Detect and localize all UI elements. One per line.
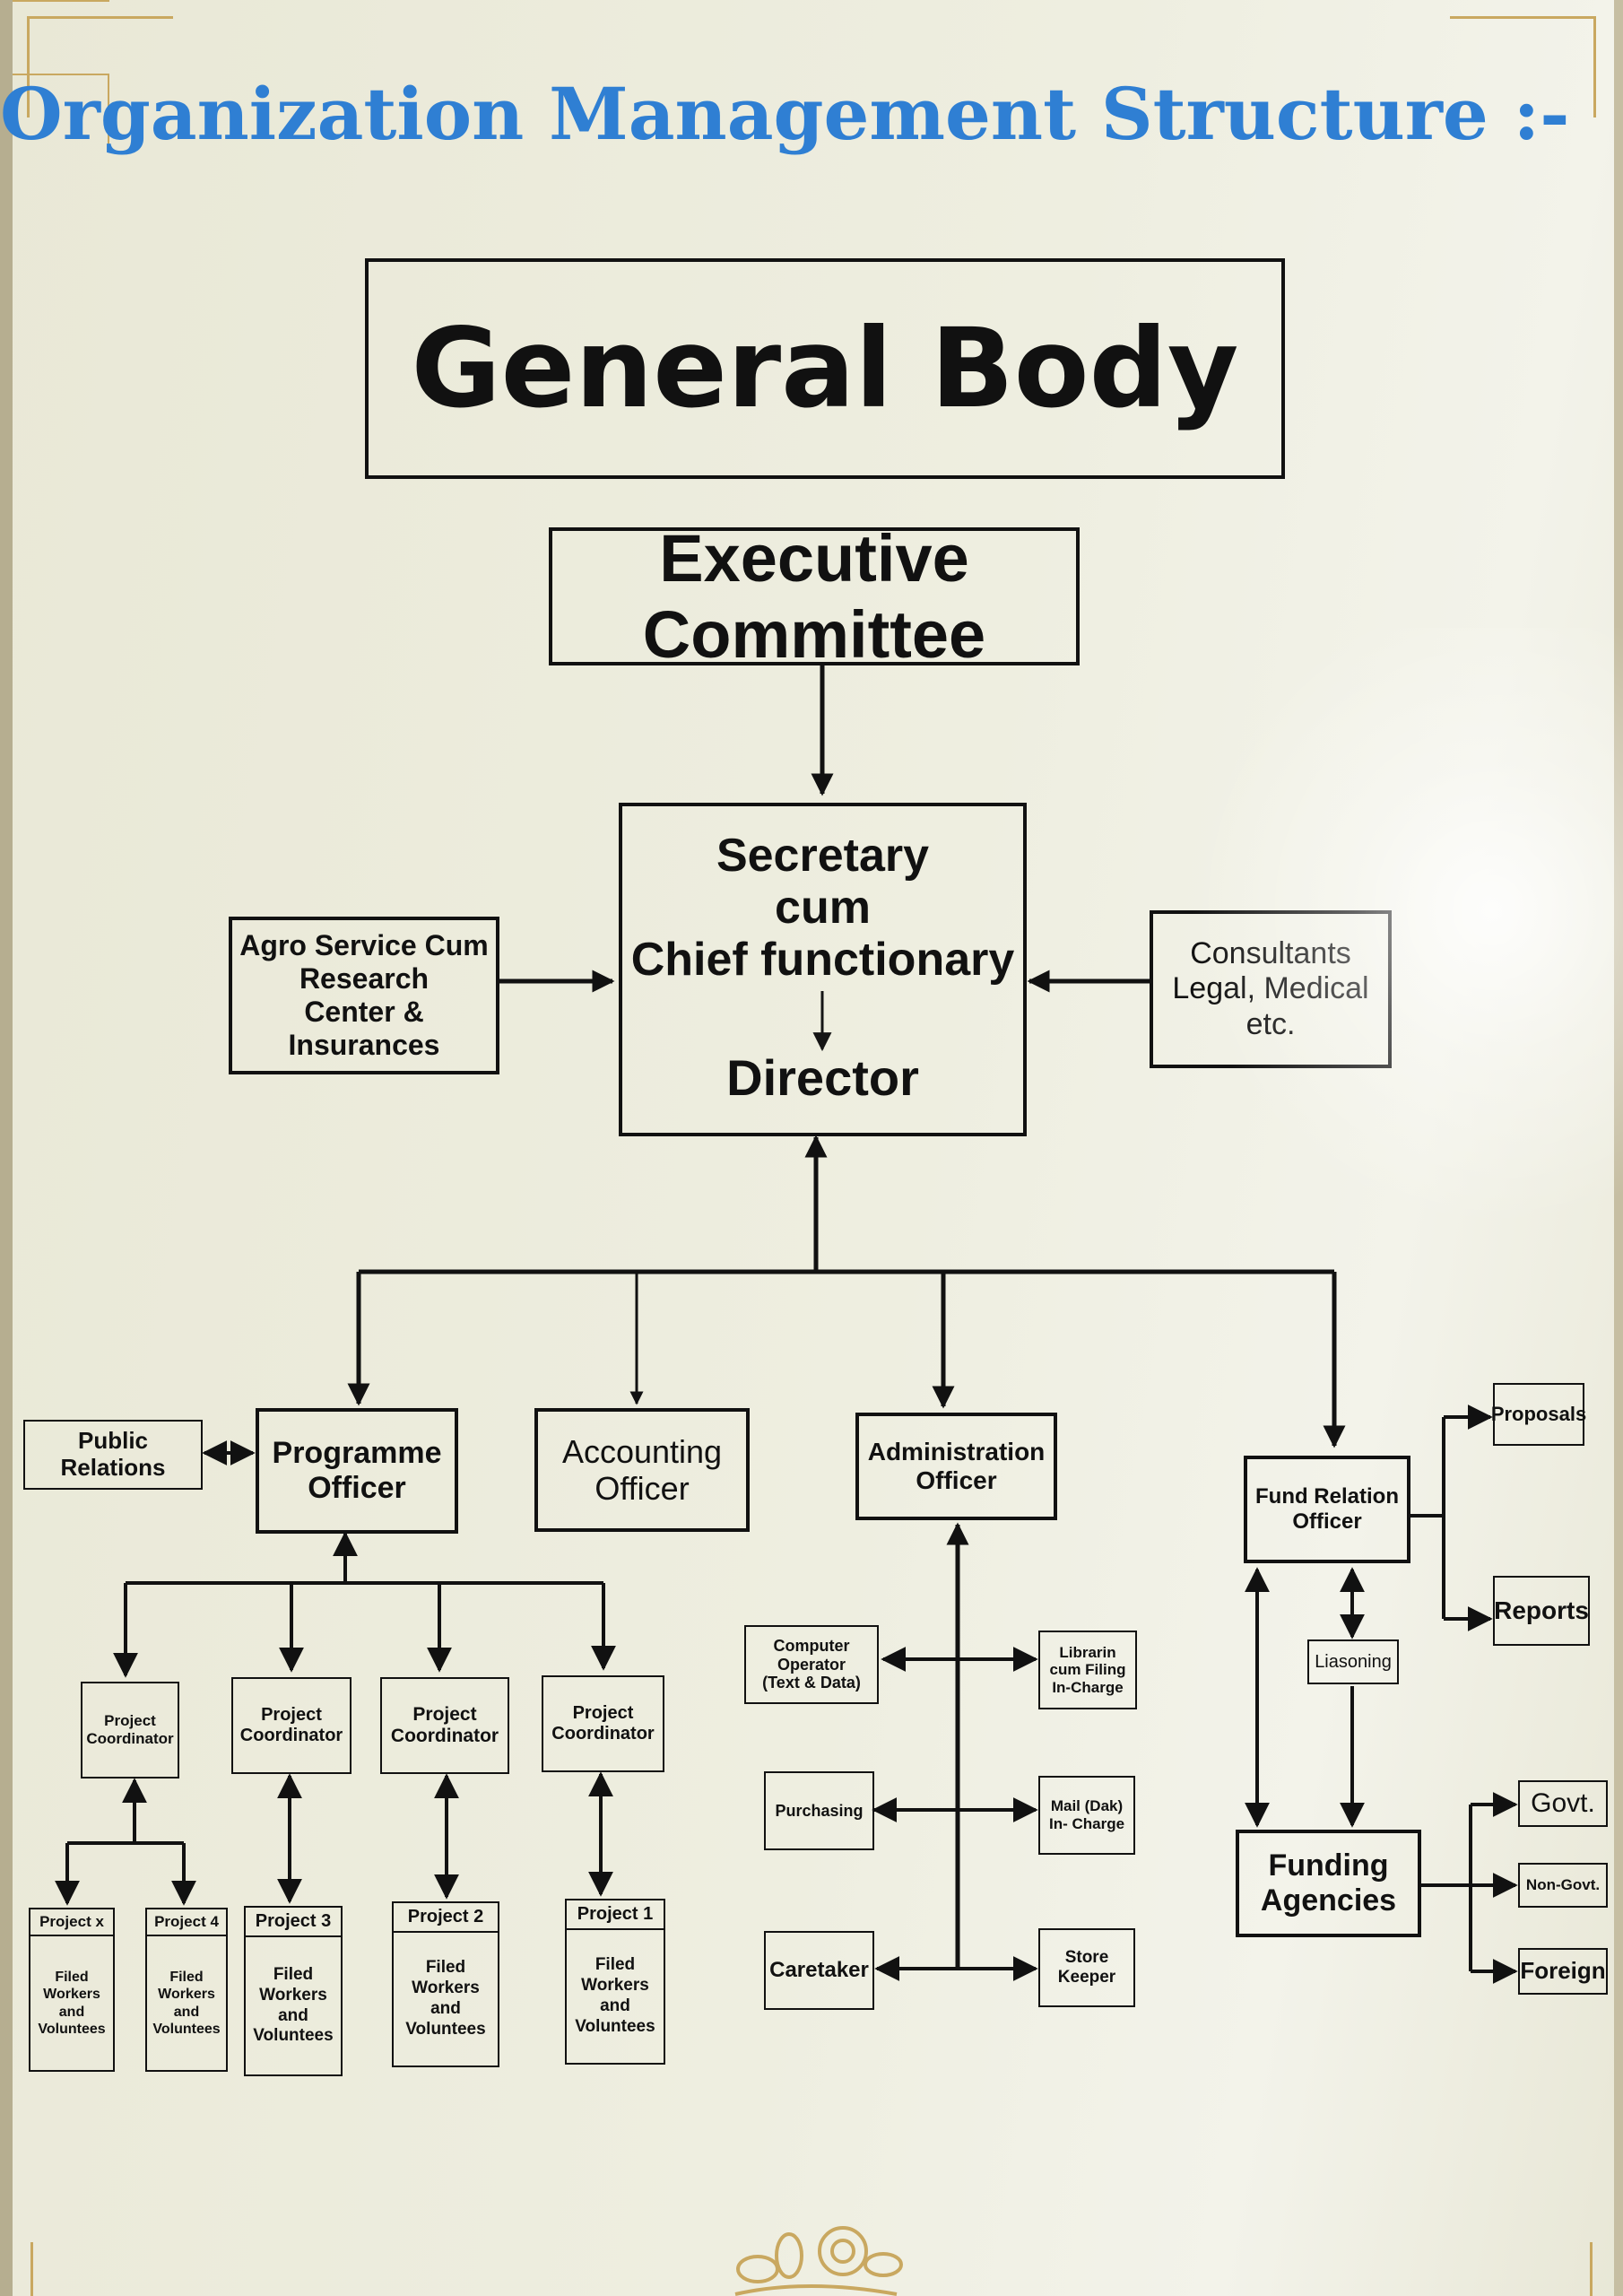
director-label: Director xyxy=(726,1048,919,1106)
administration-officer-box: Administration Officer xyxy=(855,1413,1057,1520)
liasoning-box: Liasoning xyxy=(1307,1639,1399,1684)
gold-corner-ornament xyxy=(27,16,173,117)
project-coordinator-box: Project Coordinator xyxy=(380,1677,509,1774)
frame-left-edge xyxy=(0,0,13,2296)
page-title: Organization Management Structure :- xyxy=(0,72,1570,156)
executive-committee-box: Executive Committee xyxy=(549,521,1080,672)
proposals-box: Proposals xyxy=(1491,1383,1586,1446)
project-3-box: Project 3 Filed Workers and Voluntees xyxy=(244,1906,343,2076)
agro-service-box: Agro Service Cum Research Center & Insur… xyxy=(229,917,499,1074)
project-name: Project 1 xyxy=(567,1900,664,1930)
fund-relation-officer-box: Fund Relation Officer xyxy=(1244,1456,1410,1563)
store-keeper-box: Store Keeper xyxy=(1038,1928,1135,2007)
reports-box: Reports xyxy=(1493,1576,1590,1646)
project-workers: Filed Workers and Voluntees xyxy=(253,1964,334,2046)
project-workers: Filed Workers and Voluntees xyxy=(405,1958,486,2039)
project-4-box: Project 4 Filed Workers and Voluntees xyxy=(145,1908,228,2072)
project-coordinator-box: Project Coordinator xyxy=(542,1675,664,1772)
project-workers: Filed Workers and Voluntees xyxy=(152,1970,221,2037)
project-1-box: Project 1 Filed Workers and Voluntees xyxy=(565,1899,665,2065)
accounting-officer-box: Accounting Officer xyxy=(534,1408,750,1532)
foreign-box: Foreign xyxy=(1518,1948,1608,1995)
gold-edge-line xyxy=(30,2242,33,2296)
project-coordinator-box: Project Coordinator xyxy=(81,1682,179,1779)
purchasing-box: Purchasing xyxy=(764,1771,874,1850)
project-workers: Filed Workers and Voluntees xyxy=(575,1955,655,2036)
secretary-director-box: Secretary cum Chief functionary Director xyxy=(619,803,1027,1136)
programme-officer-box: Programme Officer xyxy=(256,1408,458,1534)
project-name: Project 4 xyxy=(147,1909,226,1936)
project-name: Project x xyxy=(30,1909,113,1936)
project-x-box: Project x Filed Workers and Voluntees xyxy=(29,1908,115,2072)
consultants-box: Consultants Legal, Medical etc. xyxy=(1150,910,1392,1068)
non-govt-box: Non-Govt. xyxy=(1518,1863,1608,1908)
project-name: Project 3 xyxy=(246,1908,341,1937)
gold-corner-ornament xyxy=(1450,16,1596,117)
project-name: Project 2 xyxy=(394,1903,498,1933)
funding-agencies-box: Funding Agencies xyxy=(1236,1830,1421,1937)
project-workers: Filed Workers and Voluntees xyxy=(38,1970,106,2037)
librarian-box: Librarin cum Filing In-Charge xyxy=(1038,1631,1137,1709)
secretary-label: Secretary cum Chief functionary xyxy=(630,830,1015,987)
general-body-box: General Body xyxy=(365,258,1285,479)
mail-dak-box: Mail (Dak) In- Charge xyxy=(1038,1776,1135,1855)
govt-box: Govt. xyxy=(1518,1780,1608,1827)
gold-edge-line xyxy=(1590,2242,1593,2296)
project-coordinator-box: Project Coordinator xyxy=(231,1677,352,1774)
public-relations-box: Public Relations xyxy=(23,1420,203,1490)
computer-operator-box: Computer Operator (Text & Data) xyxy=(744,1625,879,1704)
caretaker-box: Caretaker xyxy=(764,1931,874,2010)
project-2-box: Project 2 Filed Workers and Voluntees xyxy=(392,1901,499,2067)
floral-ornament xyxy=(734,2226,903,2296)
gold-corner-ornament xyxy=(0,74,109,147)
